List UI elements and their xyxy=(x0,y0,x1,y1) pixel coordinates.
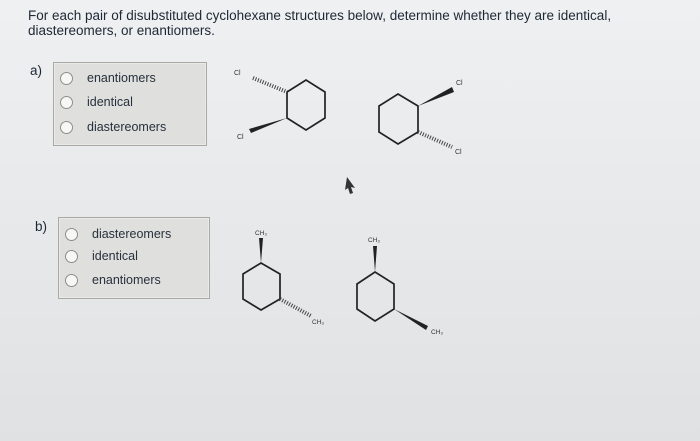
part-a-option-enantiomers[interactable]: enantiomers xyxy=(60,68,156,88)
substituent-label: CH₃ xyxy=(255,230,267,237)
part-a-right-structure: Cl Cl xyxy=(378,80,463,156)
hashed-wedge-bond xyxy=(417,130,453,149)
cyclohexane-ring xyxy=(356,270,395,323)
part-b-right-structure: CH₃ CH₃ xyxy=(356,237,443,336)
part-b-left-structure: CH₃ CH₃ xyxy=(242,230,324,326)
part-a-option-diastereomers[interactable]: diastereomers xyxy=(60,117,166,137)
option-label: enantiomers xyxy=(87,71,156,85)
radio-button-icon[interactable] xyxy=(60,120,73,134)
radio-button-icon[interactable] xyxy=(60,71,73,85)
solid-wedge-bond xyxy=(394,309,428,330)
substituent-label: Cl xyxy=(234,70,241,77)
part-b-option-enantiomers[interactable]: enantiomers xyxy=(65,270,161,290)
radio-button-icon[interactable] xyxy=(60,95,73,109)
part-b-label: b) xyxy=(35,219,48,234)
mouse-pointer-icon xyxy=(345,177,355,194)
part-a-answer-box: enantiomers identical diastereomers xyxy=(53,62,207,146)
substituent-label: CH₃ xyxy=(312,319,324,326)
solid-wedge-bond xyxy=(418,87,454,106)
substituent-label: Cl xyxy=(455,149,462,156)
option-label: diastereomers xyxy=(87,120,167,134)
part-a-label: a) xyxy=(30,63,43,78)
substituent-label: CH₃ xyxy=(368,237,380,244)
option-label: identical xyxy=(87,95,133,109)
cyclohexane-ring xyxy=(286,78,326,132)
part-a-option-identical[interactable]: identical xyxy=(60,92,133,112)
question-text: For each pair of disubstituted cyclohexa… xyxy=(28,8,612,38)
radio-button-icon[interactable] xyxy=(65,227,78,241)
part-b-option-identical[interactable]: identical xyxy=(65,246,138,266)
substituent-label: Cl xyxy=(237,134,244,141)
option-label: diastereomers xyxy=(92,227,172,241)
part-b-answer-box: diastereomers identical enantiomers xyxy=(58,217,210,299)
radio-button-icon[interactable] xyxy=(65,273,78,287)
radio-button-icon[interactable] xyxy=(65,249,78,263)
cyclohexane-ring xyxy=(242,262,281,311)
solid-wedge-bond xyxy=(259,238,263,263)
solid-wedge-bond xyxy=(373,246,377,272)
solid-wedge-bond xyxy=(249,118,287,133)
hashed-wedge-bond xyxy=(279,297,312,318)
substituent-label: Cl xyxy=(456,80,463,87)
part-a-left-structure: Cl Cl xyxy=(234,70,326,141)
option-label: identical xyxy=(92,249,138,263)
cyclohexane-ring xyxy=(378,93,419,145)
hashed-wedge-bond xyxy=(252,76,288,94)
substituent-label: CH₃ xyxy=(431,329,443,336)
part-b-option-diastereomers[interactable]: diastereomers xyxy=(65,224,171,244)
option-label: enantiomers xyxy=(92,273,161,287)
